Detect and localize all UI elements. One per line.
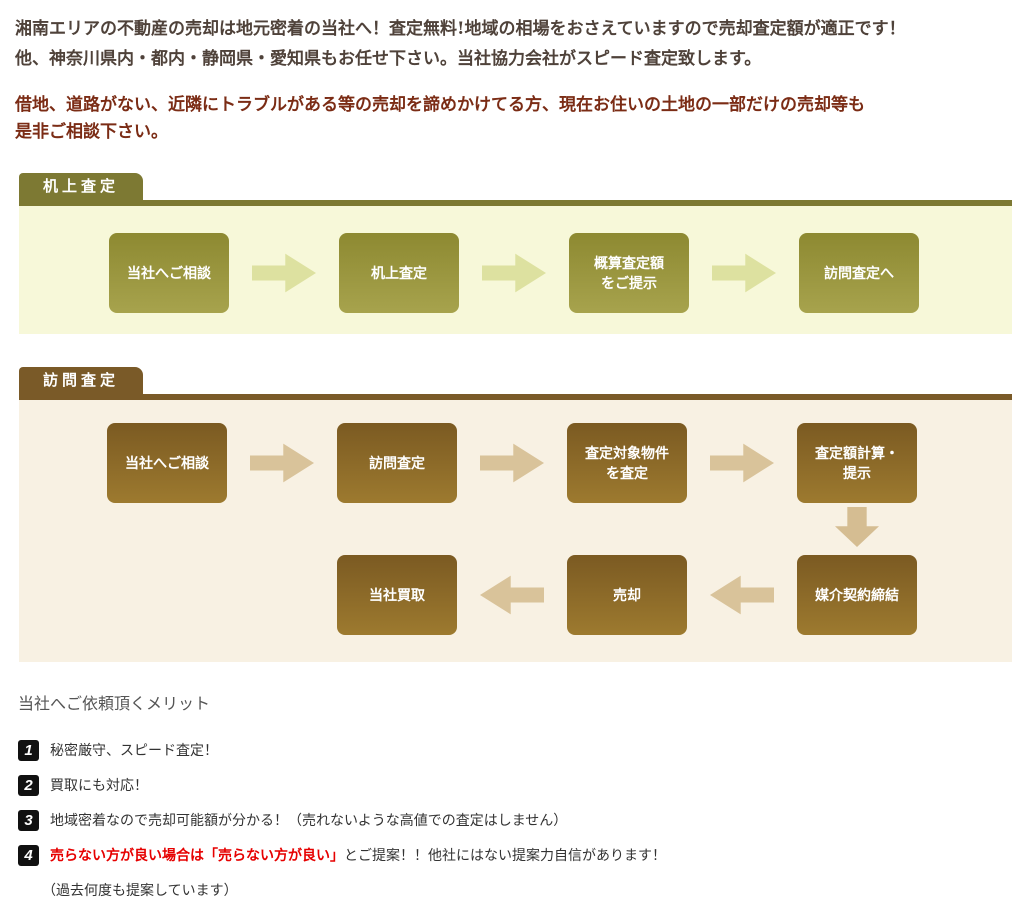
visit-flow-row-1: 当社へご相談 訪問査定 査定対象物件 を査定 査定額計算・ 提示 xyxy=(19,400,1012,503)
intro-line-1: 湘南エリアの不動産の売却は地元密着の当社へ！査定無料!地域の相場をおさえています… xyxy=(15,19,906,39)
flow-step-consult: 当社へご相談 xyxy=(107,423,227,503)
desk-assessment-panel: 当社へご相談 机上査定 概算査定額 をご提示 訪問査定へ xyxy=(19,206,1012,334)
visit-flow-row-2: 当社買取 売却 媒介契約締結 xyxy=(19,555,1012,635)
intro-line-2: 他、神奈川県内・都内・静岡県・愛知県もお任せ下さい。当社協力会社がスピード査定致… xyxy=(15,49,762,69)
visit-flow-down-connector xyxy=(19,507,1012,555)
number-badge-1: 1 xyxy=(18,740,39,761)
section-divider-bar xyxy=(19,200,1012,206)
flow-step-sale: 売却 xyxy=(567,555,687,635)
intro-paragraph: 湘南エリアの不動産の売却は地元密着の当社へ！査定無料!地域の相場をおさえています… xyxy=(15,14,1015,74)
merit-text-1: 秘密厳守、スピード査定！ xyxy=(50,742,218,758)
merit-text-2: 買取にも対応！ xyxy=(50,777,148,793)
merit-text-3: 地域密着なので売却可能額が分かる！（売れないような高値での査定はしません） xyxy=(50,812,568,828)
merit-4-line-2: （過去何度も提案しています） xyxy=(42,882,238,898)
merits-heading: 当社へご依頼頂くメリット xyxy=(18,694,211,713)
flow-step-brokerage-contract: 媒介契約締結 xyxy=(797,555,917,635)
down-arrow-icon xyxy=(835,507,879,547)
number-badge-2: 2 xyxy=(18,775,39,796)
right-arrow-icon xyxy=(480,443,544,483)
visit-assessment-panel: 当社へご相談 訪問査定 査定対象物件 を査定 査定額計算・ 提示 当社買取 売却… xyxy=(19,400,1012,662)
merit-4-highlight: 売らない方が良い場合は「売らない方が良い」 xyxy=(50,847,344,863)
number-badge-3: 3 xyxy=(18,810,39,831)
merit-4-rest: とご提案！！他社にはない提案力自信があります！ xyxy=(344,847,666,863)
right-arrow-icon xyxy=(252,253,316,293)
desk-assessment-section: 机上査定 当社へご相談 机上査定 概算査定額 をご提示 訪問査定へ xyxy=(19,173,1012,334)
number-badge-4: 4 xyxy=(18,845,39,866)
left-arrow-icon xyxy=(480,575,544,615)
right-arrow-icon xyxy=(712,253,776,293)
right-arrow-icon xyxy=(482,253,546,293)
merit-item-1: 1 秘密厳守、スピード査定！ xyxy=(18,740,1015,761)
alert-line-1: 借地、道路がない、近隣にトラブルがある等の売却を諦めかけてる方、現在お住いの土地… xyxy=(15,95,865,115)
flow-step-company-purchase: 当社買取 xyxy=(337,555,457,635)
desk-flow-row: 当社へご相談 机上査定 概算査定額 をご提示 訪問査定へ xyxy=(19,206,1012,313)
merit-item-2: 2 買取にも対応！ xyxy=(18,775,1015,796)
flow-step-to-visit-assessment: 訪問査定へ xyxy=(799,233,919,313)
flow-step-consult: 当社へご相談 xyxy=(109,233,229,313)
flow-step-visit-assessment: 訪問査定 xyxy=(337,423,457,503)
alert-line-2: 是非ご相談下さい。 xyxy=(15,122,168,142)
left-arrow-icon xyxy=(710,575,774,615)
flow-step-assess-property: 査定対象物件 を査定 xyxy=(567,423,687,503)
merit-text-4: 売らない方が良い場合は「売らない方が良い」とご提案！！他社にはない提案力自信があ… xyxy=(50,845,666,866)
right-arrow-icon xyxy=(710,443,774,483)
flow-step-estimate-presentation: 概算査定額 をご提示 xyxy=(569,233,689,313)
merits-section: 当社へご依頼頂くメリット 1 秘密厳守、スピード査定！ 2 買取にも対応！ 3 … xyxy=(15,690,1015,901)
visit-assessment-section: 訪問査定 当社へご相談 訪問査定 査定対象物件 を査定 査定額計算・ 提示 当社… xyxy=(19,367,1012,662)
tab-visit-assessment: 訪問査定 xyxy=(19,367,143,394)
right-arrow-icon xyxy=(250,443,314,483)
alert-paragraph: 借地、道路がない、近隣にトラブルがある等の売却を諦めかけてる方、現在お住いの土地… xyxy=(15,92,1015,146)
merit-item-3: 3 地域密着なので売却可能額が分かる！（売れないような高値での査定はしません） xyxy=(18,810,1015,831)
section-divider-bar xyxy=(19,394,1012,400)
flow-step-calc-present: 査定額計算・ 提示 xyxy=(797,423,917,503)
tab-desk-assessment: 机上査定 xyxy=(19,173,143,200)
flow-step-desk-assessment: 机上査定 xyxy=(339,233,459,313)
merit-item-4: 4 売らない方が良い場合は「売らない方が良い」とご提案！！他社にはない提案力自信… xyxy=(18,845,1015,866)
